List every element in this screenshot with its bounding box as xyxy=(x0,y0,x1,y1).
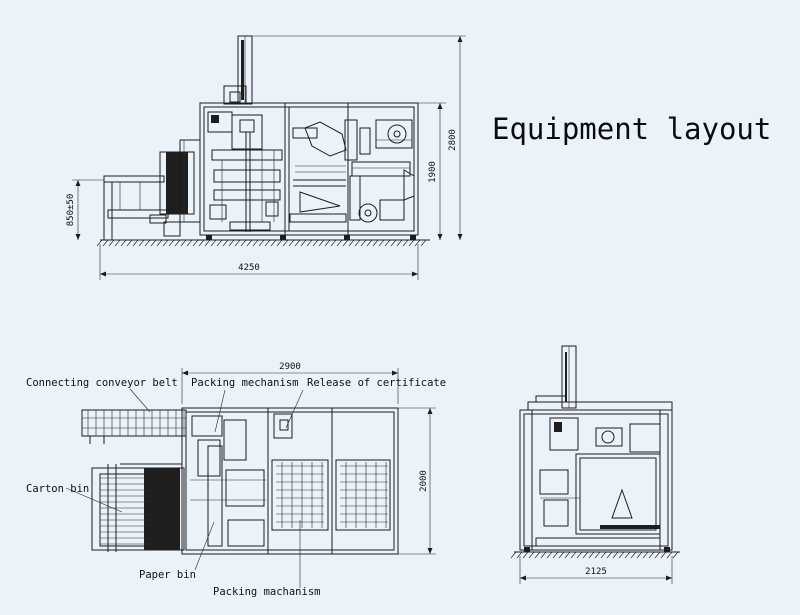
dim-front-width: 4250 xyxy=(238,263,260,273)
dim-front-total-height: 2800 xyxy=(448,129,458,151)
drawing-title: Equipment layout xyxy=(492,112,771,146)
label-packing-machanism: Packing machanism xyxy=(213,586,320,598)
label-carton-bin: Carton bin xyxy=(26,483,89,495)
dim-side-width: 2125 xyxy=(585,567,607,577)
dim-front-frame-height: 1900 xyxy=(428,161,438,183)
top-view: 2900 2000 Connecting conveyor belt Packi… xyxy=(26,362,446,598)
label-release-of-certificate: Release of certificate xyxy=(307,377,446,389)
dim-conveyor-height: 850±50 xyxy=(66,194,76,227)
dim-top-width: 2000 xyxy=(419,470,429,492)
label-packing-mechanism: Packing mechanism xyxy=(191,377,298,389)
side-view: 2125 xyxy=(510,345,680,584)
dim-top-length: 2900 xyxy=(279,362,301,372)
label-connecting-conveyor-belt: Connecting conveyor belt xyxy=(26,377,178,389)
label-paper-bin: Paper bin xyxy=(139,569,196,581)
front-view: 4250 2800 1900 850±50 xyxy=(66,35,466,280)
